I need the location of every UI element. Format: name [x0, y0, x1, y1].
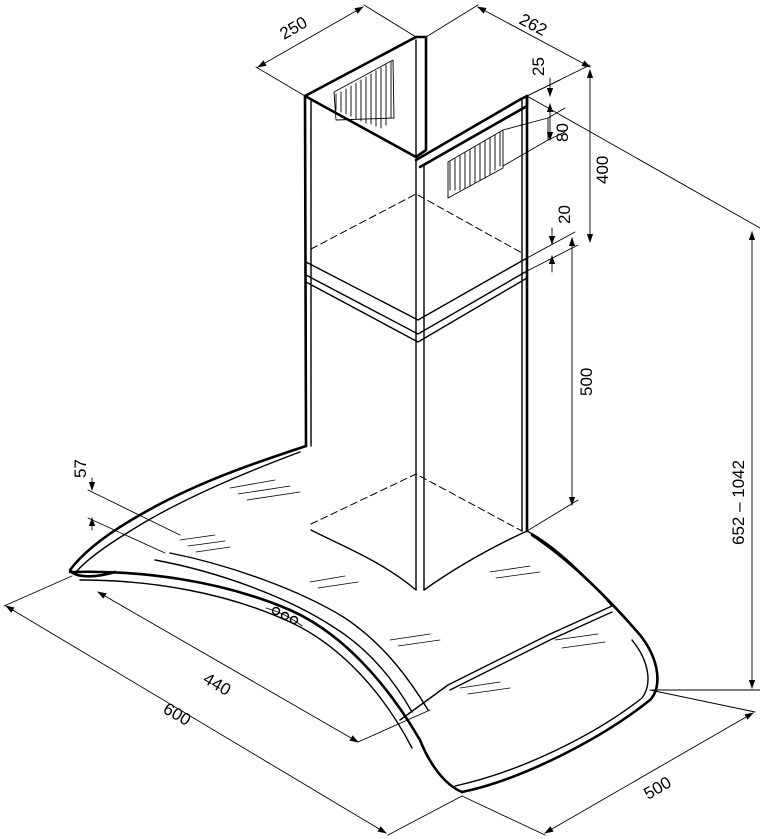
dim-canopy-thickness: 57 — [71, 459, 181, 554]
label-overlap: 20 — [555, 205, 574, 224]
glass-seam — [399, 605, 613, 721]
label-canopy-thickness: 57 — [71, 459, 90, 478]
hidden-upper-box — [310, 193, 523, 254]
label-hood-depth: 500 — [641, 773, 675, 804]
label-chimney-width: 262 — [516, 10, 550, 40]
dim-hood-width: 600 — [3, 575, 463, 836]
label-chimney-depth: 250 — [277, 13, 311, 44]
canopy-back-edge — [68, 444, 308, 578]
dim-chimney-width: 262 — [425, 4, 591, 97]
hidden-lower-box — [310, 473, 523, 532]
label-total-height: 652 – 1042 — [729, 460, 748, 545]
chimney-left-edge — [303, 94, 308, 448]
chimney-top-rim-right — [414, 94, 529, 169]
label-lower-chimney: 500 — [577, 368, 596, 396]
canopy-right-slope — [526, 530, 613, 607]
vent-slots-right — [447, 117, 549, 199]
label-outlet-top: 25 — [529, 57, 548, 76]
label-glass-width: 440 — [200, 669, 234, 700]
vent-slots-left — [333, 59, 395, 129]
label-outlet-height: 80 — [553, 123, 572, 142]
chimney — [303, 35, 549, 591]
dim-total-height: 652 – 1042 — [526, 95, 760, 691]
glass-glare-marks — [179, 479, 606, 695]
dimensions: 250 262 25 80 400 20 500 652 – 1042 — [3, 4, 760, 836]
canopy — [68, 444, 659, 794]
telescopic-joint-band — [305, 257, 528, 321]
control-buttons — [265, 606, 303, 627]
chimney-top-rim — [303, 35, 428, 159]
dim-hood-depth: 500 — [461, 689, 756, 836]
chimney-base-curve-left — [310, 529, 417, 591]
glass-front-curve — [68, 570, 464, 794]
dim-right-stack: 25 80 400 20 500 — [526, 57, 612, 532]
label-upper-chimney: 400 — [593, 156, 612, 184]
label-hood-width: 600 — [160, 699, 194, 730]
